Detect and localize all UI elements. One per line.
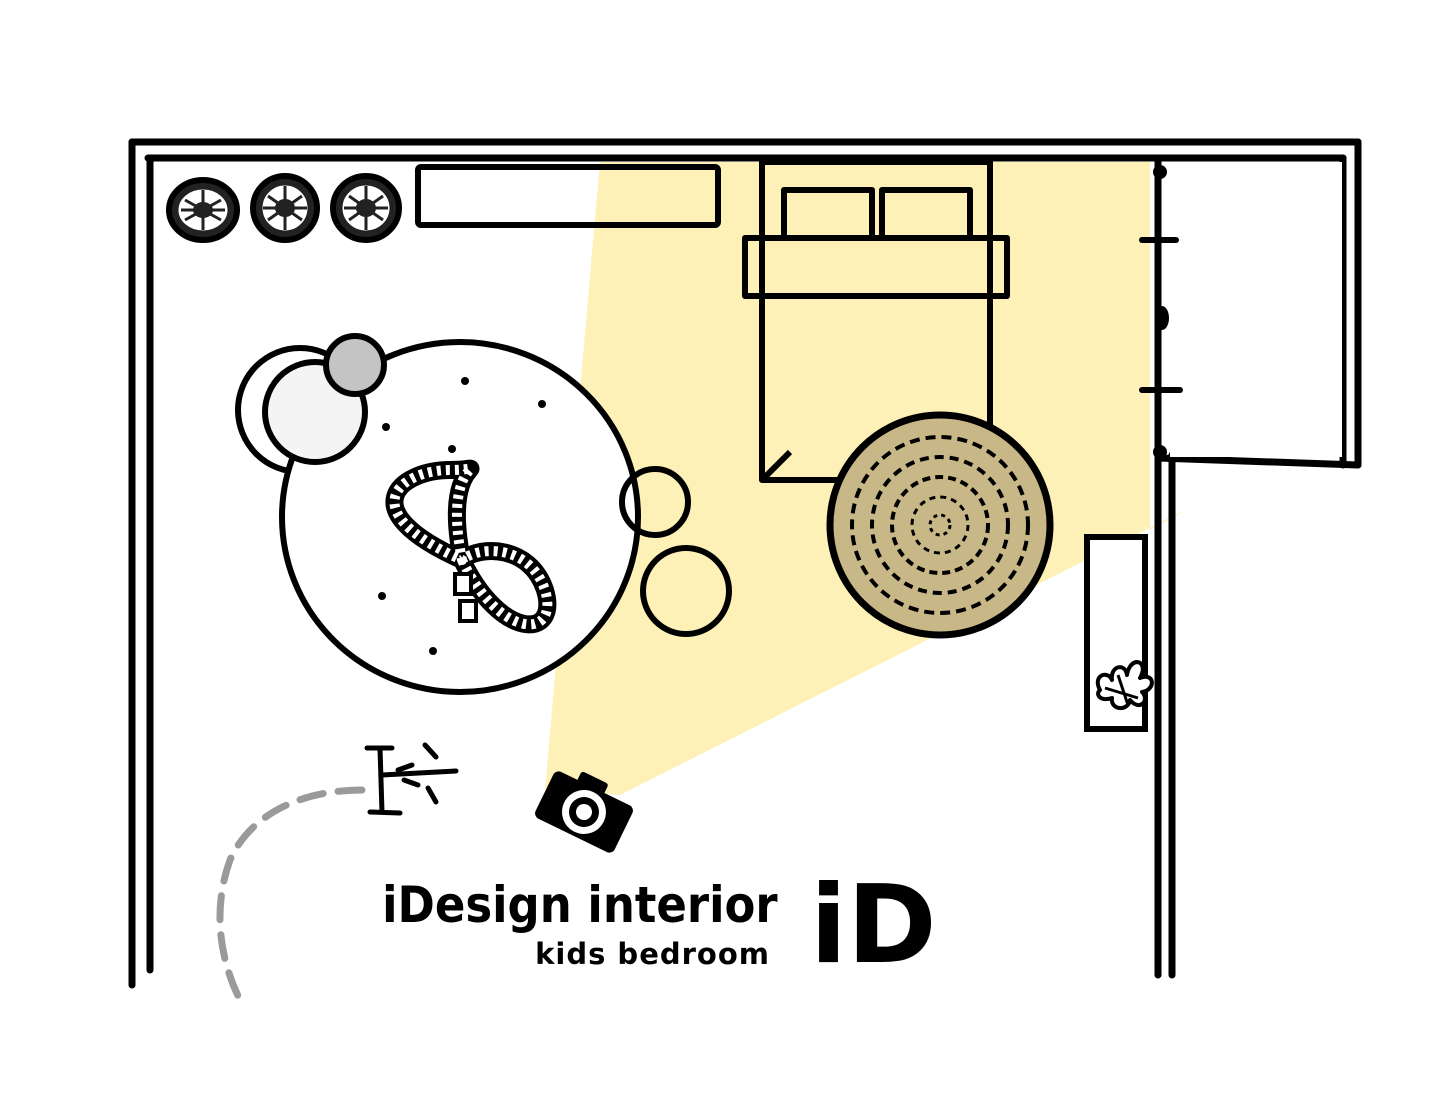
plant-icon: [1095, 660, 1154, 710]
jute-rug: [826, 411, 1054, 639]
train-track: [385, 459, 557, 634]
brand-subtitle: kids bedroom: [535, 937, 770, 971]
basket-icon: [166, 173, 402, 243]
entry-path: [216, 786, 366, 1004]
room-walls: [128, 138, 1362, 989]
brand-logo: iD: [810, 863, 937, 988]
scooter-icon: [364, 742, 459, 816]
brand-block: iDesign interior kids bedroom iD: [382, 863, 937, 988]
low-cabinet: [415, 164, 721, 228]
plant-shelf: [1084, 534, 1154, 732]
pouf-seats: [619, 466, 732, 637]
play-rug: [235, 333, 641, 695]
brand-title: iDesign interior: [382, 877, 778, 935]
wardrobe-alcove: [1139, 162, 1342, 459]
camera-icon: [535, 771, 633, 853]
